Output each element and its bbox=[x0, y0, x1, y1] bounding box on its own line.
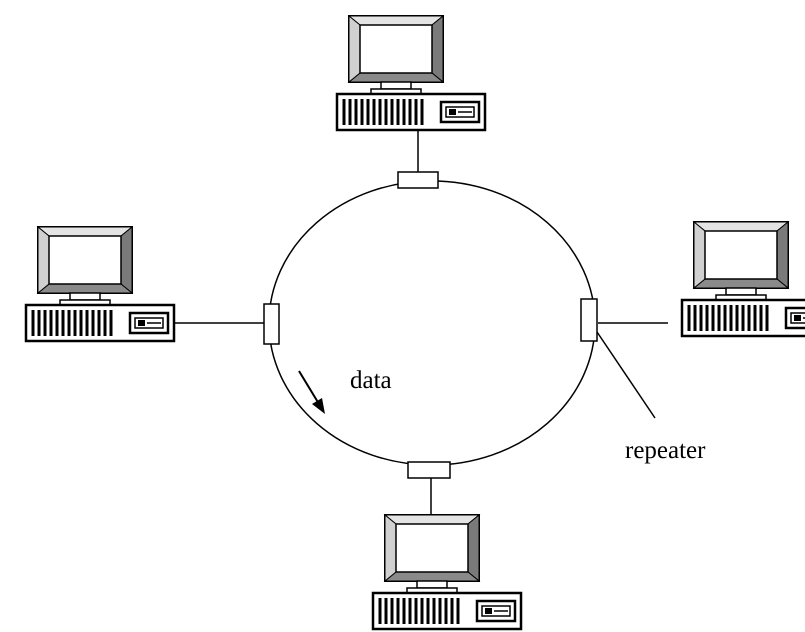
ring-cable bbox=[268, 180, 596, 466]
computer-bottom bbox=[371, 513, 523, 631]
computer-top bbox=[335, 14, 487, 132]
repeater-top bbox=[397, 171, 439, 189]
repeater-label: repeater bbox=[625, 437, 706, 464]
arrow-head-icon bbox=[312, 398, 325, 414]
repeater-bottom bbox=[407, 461, 451, 479]
data-flow-arrow bbox=[298, 370, 320, 405]
computer-right bbox=[680, 220, 805, 338]
repeater-right bbox=[580, 298, 598, 342]
repeater-pointer bbox=[592, 325, 656, 419]
repeater-left bbox=[263, 303, 280, 345]
computer-left bbox=[24, 225, 176, 343]
data-label: data bbox=[350, 367, 392, 394]
